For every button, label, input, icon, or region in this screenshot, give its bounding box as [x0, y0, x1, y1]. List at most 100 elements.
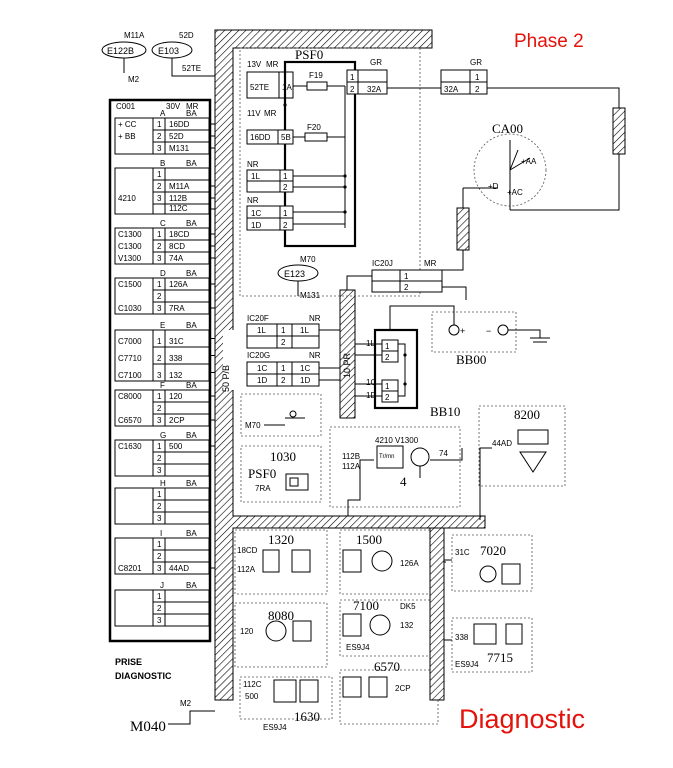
c001-row-pin: 1	[157, 392, 162, 401]
svg-text:1630: 1630	[294, 709, 320, 724]
ca00-ignition-switch: CA00 +AA +D +AC	[421, 121, 547, 271]
svg-text:IC20F: IC20F	[247, 314, 269, 323]
component-7020: 7020 31C	[451, 534, 533, 592]
svg-text:30V: 30V	[166, 102, 181, 111]
svg-text:F20: F20	[307, 123, 321, 132]
c001-section-label: C	[160, 219, 166, 228]
c001-row-left: C1300	[118, 230, 142, 239]
svg-text:126A: 126A	[400, 559, 419, 568]
svg-text:NR: NR	[309, 314, 321, 323]
svg-text:4: 4	[400, 474, 407, 489]
c001-row-wire: 74A	[169, 254, 184, 263]
c001-row-wire: 7RA	[169, 304, 185, 313]
c001-row-wire: 338	[169, 354, 183, 363]
svg-text:11V: 11V	[247, 109, 261, 118]
svg-text:1D: 1D	[300, 376, 310, 385]
svg-text:M040: M040	[130, 719, 166, 735]
svg-text:1L: 1L	[300, 326, 309, 335]
svg-text:1A: 1A	[282, 83, 292, 92]
bb10-connector: 1 2 1 2 1L 1C 1D BB10	[355, 328, 460, 419]
c001-row-pin: 3	[157, 416, 162, 425]
svg-text:C001: C001	[116, 102, 136, 111]
c001-row-pin: 1	[157, 490, 162, 499]
c001-row-left: C8000	[118, 392, 142, 401]
svg-text:52TE: 52TE	[250, 83, 269, 92]
svg-text:+AC: +AC	[507, 188, 523, 197]
c001-row-wire: 500	[169, 442, 183, 451]
svg-text:132: 132	[400, 621, 414, 630]
svg-text:Tr/mn: Tr/mn	[379, 454, 394, 460]
svg-text:1C: 1C	[257, 364, 267, 373]
svg-text:DIAGNOSTIC: DIAGNOSTIC	[115, 671, 172, 681]
svg-text:52D: 52D	[179, 31, 194, 40]
c001-row-pin: 3	[157, 466, 162, 475]
c001-row-pin: 2	[157, 292, 162, 301]
c001-row-pin: 2	[157, 502, 162, 511]
c001-row-pin: 3	[157, 144, 162, 153]
c001-row-pin: 3	[157, 304, 162, 313]
svg-text:13V: 13V	[247, 60, 262, 69]
svg-text:500: 500	[245, 692, 259, 701]
psf0-title: PSF0	[295, 47, 323, 62]
svg-text:8200: 8200	[514, 407, 540, 422]
svg-text:1: 1	[385, 382, 390, 391]
svg-text:1C: 1C	[366, 378, 376, 387]
c001-row-left: C1630	[118, 442, 142, 451]
svg-text:E123: E123	[284, 269, 305, 279]
c001-section-color: BA	[186, 321, 197, 330]
svg-text:M2: M2	[128, 75, 140, 84]
c001-row-wire: 18CD	[169, 230, 190, 239]
c001-section-label: I	[160, 529, 162, 538]
c001-row-pin: 3	[157, 514, 162, 523]
c001-row-left: C7100	[118, 371, 142, 380]
svg-text:1: 1	[283, 209, 288, 218]
component-4: 4210 V1300 Tr/mn 112B 112A 74 4	[329, 426, 463, 516]
svg-text:2: 2	[281, 376, 286, 385]
component-7715: 338 ES9J4 7715	[451, 617, 533, 673]
svg-text:1D: 1D	[251, 221, 261, 230]
phase-title: Phase 2	[514, 31, 584, 52]
svg-text:ES9J4: ES9J4	[346, 643, 370, 652]
c001-section-label: F	[160, 381, 165, 390]
svg-text:1: 1	[404, 272, 409, 281]
component-8200: 8200 44AD	[478, 405, 566, 520]
c001-row-left: C1300	[118, 242, 142, 251]
splice-e123: M70 E123 M131	[277, 255, 321, 300]
svg-text:BB00: BB00	[456, 352, 486, 367]
svg-text:5B: 5B	[281, 133, 291, 142]
svg-text:50 P/B: 50 P/B	[221, 365, 231, 392]
harness-right	[429, 527, 445, 701]
svg-text:2: 2	[283, 221, 288, 230]
svg-text:1: 1	[283, 172, 288, 181]
svg-text:7100: 7100	[353, 598, 379, 613]
svg-text:6570: 6570	[374, 659, 400, 674]
c001-section-color: BA	[186, 581, 197, 590]
svg-text:NR: NR	[247, 196, 259, 205]
svg-text:M70: M70	[300, 255, 316, 264]
svg-text:8080: 8080	[268, 608, 294, 623]
svg-text:F19: F19	[309, 71, 323, 80]
svg-text:1: 1	[281, 364, 286, 373]
c001-section-color: BA	[186, 431, 197, 440]
c001-row-pin: 3	[157, 616, 162, 625]
c001-row-wire: 2CP	[169, 416, 185, 425]
svg-text:ES9J4: ES9J4	[455, 660, 479, 669]
connector-gr: GR 1 2 32A	[440, 58, 626, 211]
svg-text:1320: 1320	[268, 532, 294, 547]
c001-section-label: H	[160, 479, 166, 488]
svg-text:MR: MR	[424, 259, 437, 268]
svg-text:MR: MR	[266, 60, 279, 69]
c001-section-color: BA	[186, 381, 197, 390]
svg-text:31C: 31C	[455, 548, 470, 557]
component-1630: 112C 500 ES9J4 1630	[239, 676, 333, 732]
svg-text:1: 1	[350, 73, 355, 82]
c001-row-pin: 3	[157, 564, 162, 573]
svg-text:112A: 112A	[342, 462, 361, 471]
c001-row-pin: 2	[157, 404, 162, 413]
c001-row-left: C1030	[118, 304, 142, 313]
svg-text:2CP: 2CP	[395, 684, 411, 693]
svg-text:18CD: 18CD	[237, 546, 258, 555]
ic20g-connector: IC20G NR 1C 1 1C 1D 2 1D	[246, 351, 340, 387]
svg-text:4210 V1300: 4210 V1300	[375, 436, 419, 445]
